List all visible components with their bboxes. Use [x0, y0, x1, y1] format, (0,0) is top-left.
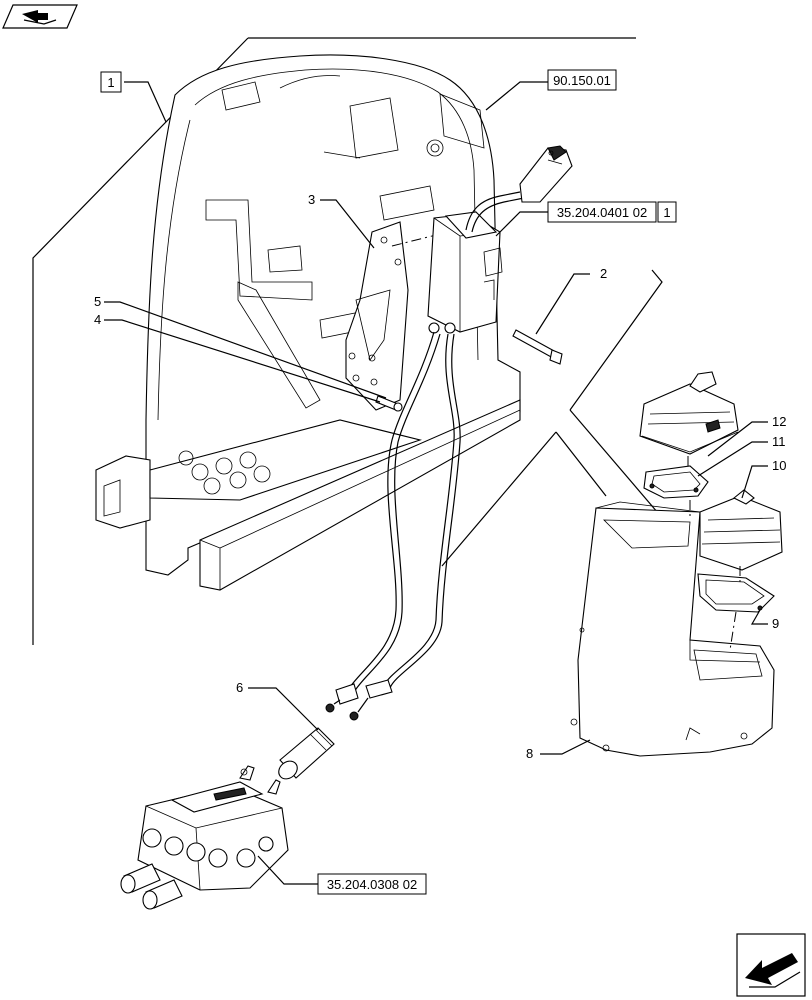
connector-sleeve-item-6 — [278, 727, 335, 780]
frame-plate-item-11 — [643, 465, 709, 499]
item-label-5: 5 — [94, 294, 101, 309]
item-label-11: 11 — [772, 434, 786, 449]
item-label-4: 4 — [94, 312, 101, 327]
svg-text:35.204.0308 02: 35.204.0308 02 — [327, 877, 417, 892]
ref-box-90-150-01[interactable]: 90.150.01 — [547, 69, 617, 91]
exploded-view-pointer-lines — [441, 269, 665, 567]
item-label-8: 8 — [526, 746, 533, 761]
leader-lines — [104, 81, 768, 885]
long-bolt-item-2 — [512, 329, 563, 365]
svg-text:90.150.01: 90.150.01 — [553, 73, 611, 88]
item-label-3: 3 — [308, 192, 315, 207]
control-valve — [120, 765, 289, 910]
item-label-12: 12 — [772, 414, 786, 429]
return-arrow-icon[interactable] — [736, 933, 806, 997]
mounting-bracket — [345, 221, 441, 411]
item-label-9: 9 — [772, 616, 779, 631]
control-cables — [325, 331, 461, 721]
item-label-6: 6 — [236, 680, 243, 695]
assembly-axis-lines — [687, 456, 741, 651]
gaiter-boot-item-10 — [699, 489, 783, 571]
control-lever-unit — [427, 145, 573, 334]
cab-fender-structure — [95, 54, 521, 591]
svg-text:1: 1 — [663, 205, 670, 220]
bolt-item-4-5 — [375, 395, 403, 412]
svg-text:1: 1 — [107, 75, 114, 90]
item-label-2: 2 — [600, 266, 607, 281]
book-arrow-icon[interactable] — [2, 4, 78, 29]
ref-box-35-204-0401-02[interactable]: 35.204.0401 02 1 — [547, 201, 677, 223]
ref-box-1[interactable]: 1 — [100, 71, 122, 93]
ref-box-35-204-0308-02[interactable]: 35.204.0308 02 — [317, 873, 427, 895]
frame-plate-item-9 — [697, 573, 775, 613]
gaiter-boot-item-12 — [639, 371, 739, 455]
item-label-10: 10 — [772, 458, 786, 473]
svg-text:35.204.0401 02: 35.204.0401 02 — [557, 205, 647, 220]
console-housing — [570, 501, 775, 757]
